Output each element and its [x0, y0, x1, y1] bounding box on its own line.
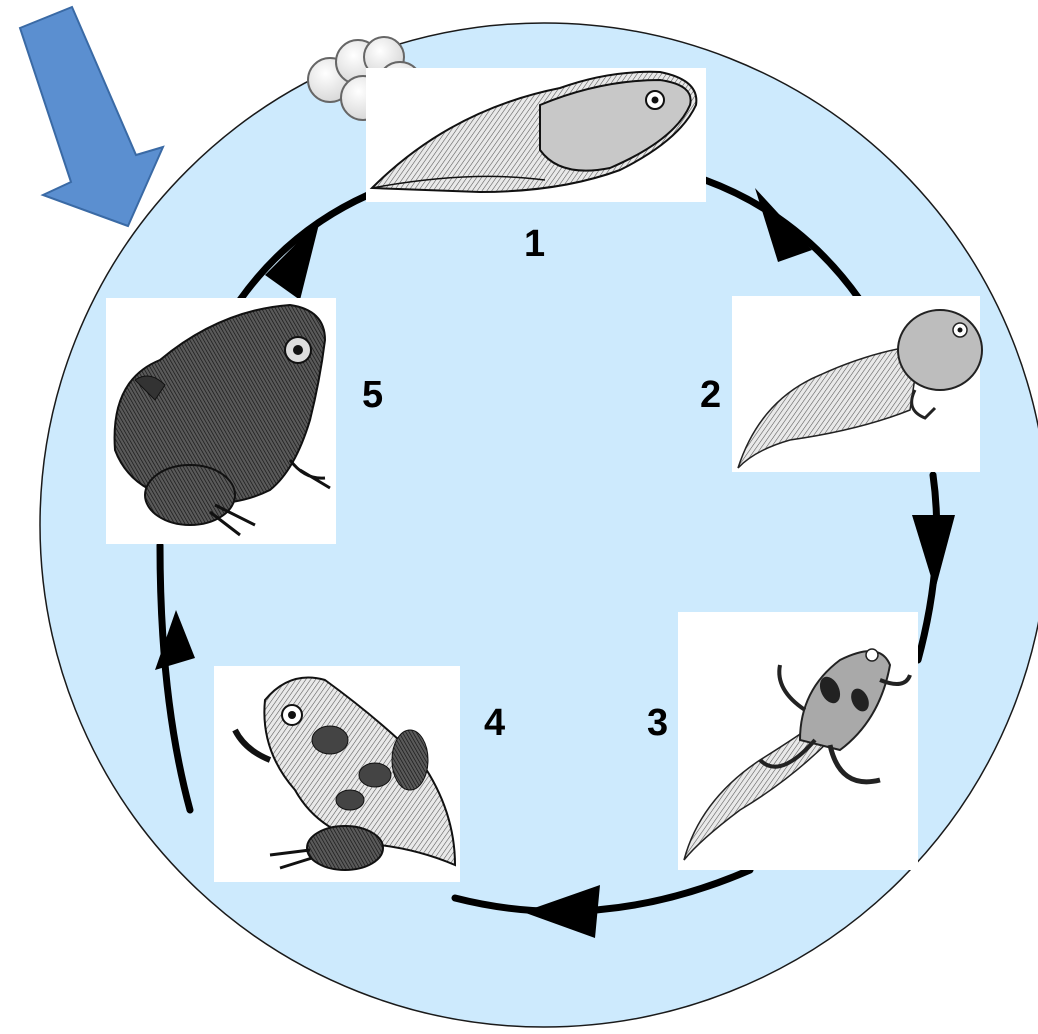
entry-arrow-icon [20, 7, 163, 226]
stage-1-number: 1 [524, 223, 545, 265]
stage-5-illustration [106, 298, 336, 544]
stage-2-illustration [732, 296, 982, 472]
stage-5-number: 5 [362, 374, 383, 416]
stage-4-number: 4 [484, 702, 505, 744]
stage-3-number: 3 [647, 702, 668, 744]
stage-1-illustration [366, 68, 706, 202]
stage-4-illustration [214, 666, 460, 882]
stage-3-illustration [678, 612, 918, 870]
stage-2-number: 2 [700, 374, 721, 416]
